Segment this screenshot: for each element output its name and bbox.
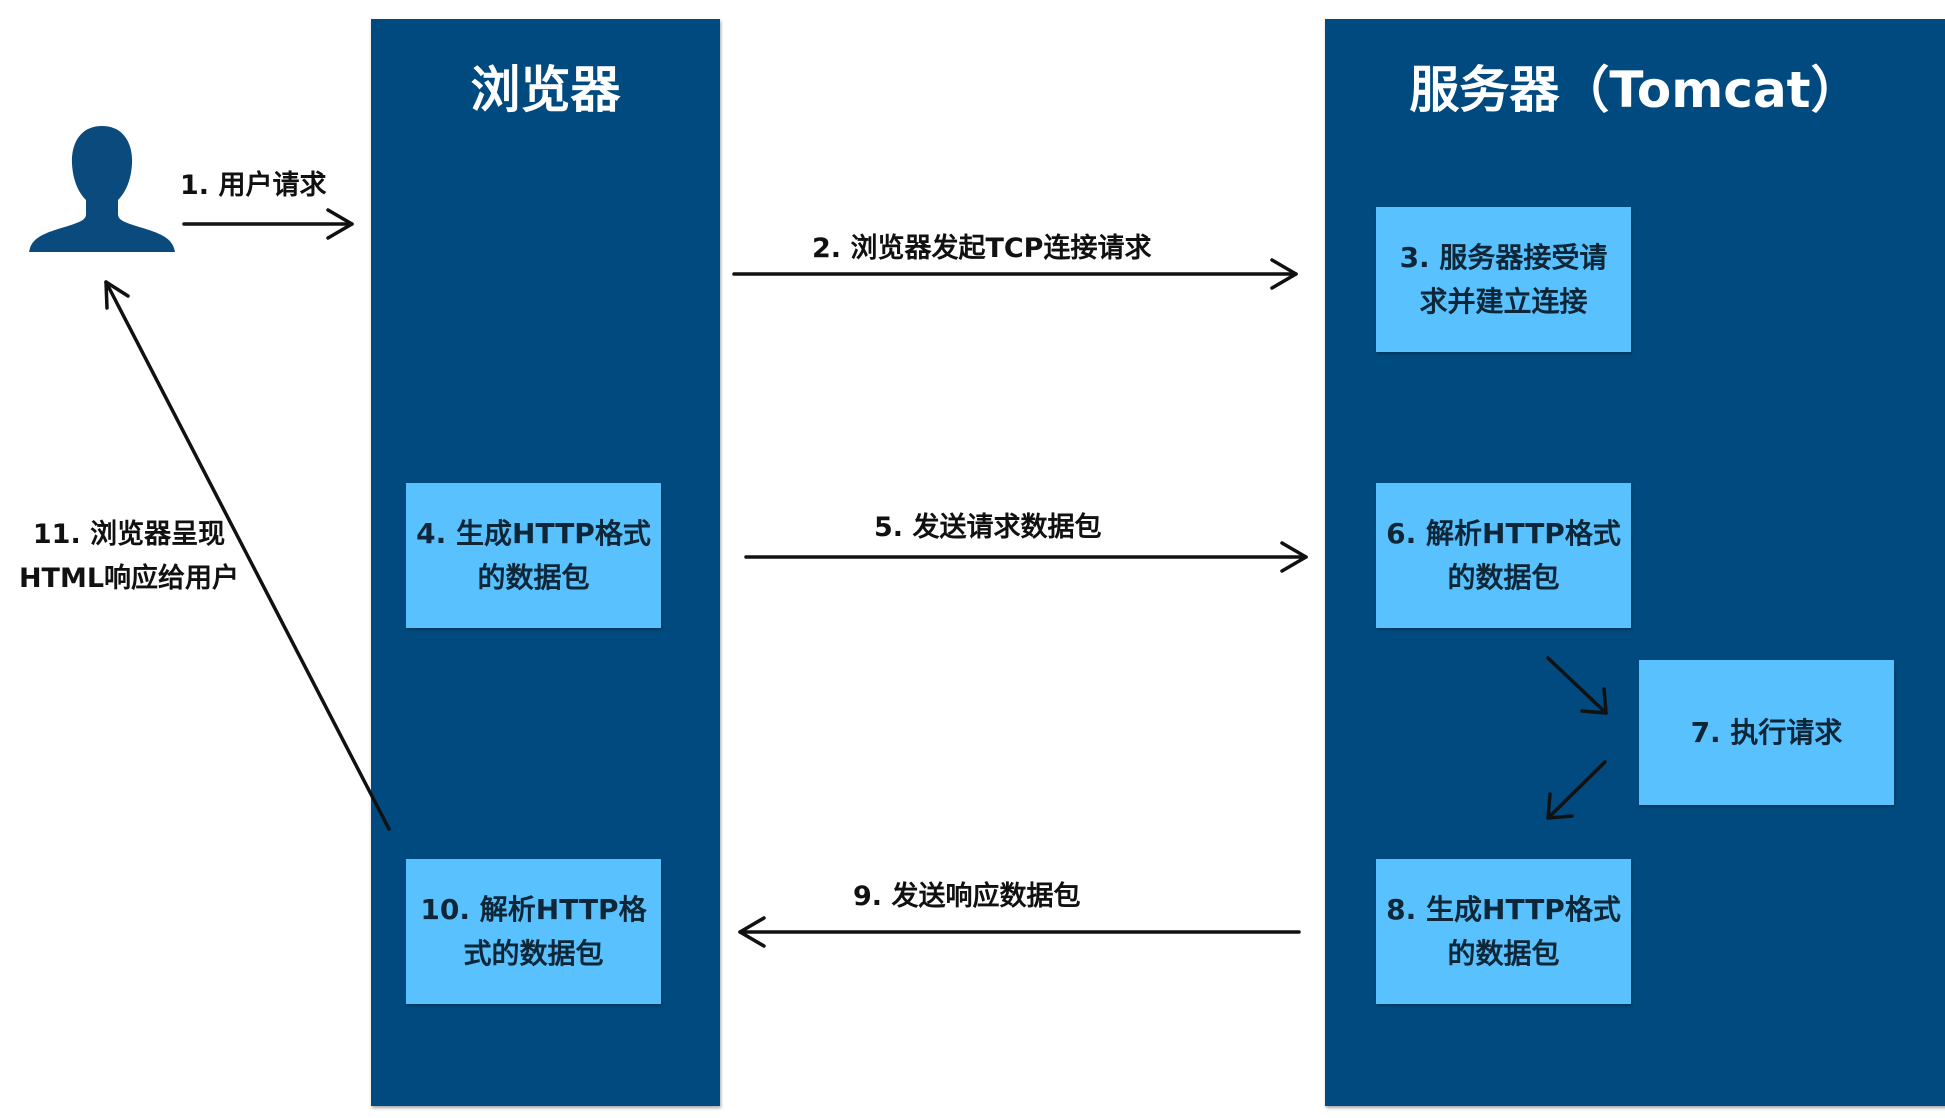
step-7-box: 7. 执行请求	[1639, 660, 1894, 805]
step-10-box: 10. 解析HTTP格 式的数据包	[406, 859, 661, 1004]
arrow-1-label: 1. 用户请求	[180, 170, 327, 201]
step-4-box: 4. 生成HTTP格式 的数据包	[406, 483, 661, 628]
step-6-box: 6. 解析HTTP格式 的数据包	[1376, 483, 1631, 628]
arrow-9-label: 9. 发送响应数据包	[853, 881, 1081, 912]
step-3-box: 3. 服务器接受请 求并建立连接	[1376, 207, 1631, 352]
step-8-label: 8. 生成HTTP格式 的数据包	[1386, 892, 1621, 970]
arrow-2-label: 2. 浏览器发起TCP连接请求	[812, 233, 1152, 264]
arrow-5-label: 5. 发送请求数据包	[874, 512, 1102, 543]
step-8-box: 8. 生成HTTP格式 的数据包	[1376, 859, 1631, 1004]
arrow-9	[738, 916, 1301, 948]
arrow-2	[732, 258, 1298, 290]
step-4-label: 4. 生成HTTP格式 的数据包	[416, 516, 651, 594]
arrow-1	[182, 208, 354, 240]
step-6-label: 6. 解析HTTP格式 的数据包	[1386, 516, 1621, 594]
step-3-label: 3. 服务器接受请 求并建立连接	[1399, 240, 1608, 318]
arrow-11-label: 11. 浏览器呈现 HTML响应给用户	[18, 519, 240, 594]
server-title: 服务器（Tomcat）	[1409, 61, 1861, 119]
browser-title: 浏览器	[470, 61, 621, 119]
arrow-5	[744, 541, 1308, 573]
step-10-label: 10. 解析HTTP格 式的数据包	[420, 892, 647, 970]
step-7-label: 7. 执行请求	[1690, 715, 1843, 749]
user-icon	[29, 126, 175, 252]
